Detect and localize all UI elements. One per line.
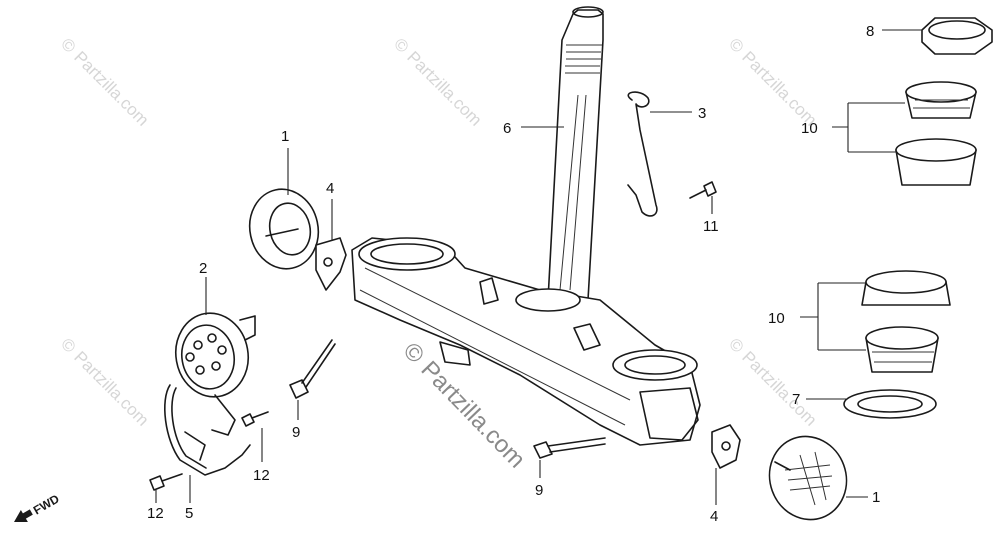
cap-disc-bottom: [768, 435, 848, 521]
race-bottom: [861, 270, 951, 306]
callout-6: 6: [503, 120, 511, 137]
bracket-top: [315, 237, 347, 291]
forward-arrow: FWD: [14, 491, 62, 523]
bearing-bottom: [865, 326, 939, 373]
bolt-12-right: [241, 411, 269, 427]
watermark-text: ©Partzilla.com: [725, 34, 820, 129]
steering-stem: [547, 6, 604, 301]
arrow-left-icon: [14, 509, 33, 523]
horn-stay: [164, 384, 251, 476]
bracket-bottom: [711, 424, 741, 469]
callout-12-left: 12: [147, 505, 164, 522]
bolt-9-bottom: [533, 437, 606, 459]
leader-lines: [155, 29, 922, 505]
bolt-9-mid: [289, 339, 336, 399]
callout-7: 7: [792, 391, 800, 408]
callout-9-bottom: 9: [535, 482, 543, 499]
callout-10-top: 10: [801, 120, 818, 137]
callout-11: 11: [703, 218, 719, 235]
watermark-text: ©Partzilla.com: [57, 334, 152, 429]
race-top: [895, 138, 977, 186]
callout-9-mid: 9: [292, 424, 300, 441]
callout-3: 3: [698, 105, 706, 122]
callout-10-bottom: 10: [768, 310, 785, 327]
bolt-11: [689, 181, 717, 199]
watermark-text: ©Partzilla.com: [390, 34, 485, 129]
fwd-label: FWD: [31, 491, 62, 517]
watermark-text: ©Partzilla.com: [57, 34, 152, 129]
callout-12-right: 12: [253, 467, 270, 484]
callout-8: 8: [866, 23, 874, 40]
callout-4-bottom: 4: [710, 508, 718, 525]
cap-disc-top: [248, 188, 320, 270]
watermark-text: ©Partzilla.com: [725, 334, 820, 429]
callout-2: 2: [199, 260, 207, 277]
callout-1-bottom: 1: [872, 489, 880, 506]
dust-seal: [843, 389, 937, 419]
wire-clip: [627, 91, 658, 217]
callout-1-top: 1: [281, 128, 289, 145]
callout-4-top: 4: [326, 180, 334, 197]
lower-triple-clamp: ©Partzilla.com: [351, 237, 701, 473]
bolt-12-left: [149, 473, 183, 491]
callout-5: 5: [185, 505, 193, 522]
horn: [175, 312, 256, 436]
stem-nut: [921, 17, 993, 55]
bearing-top: [905, 81, 977, 119]
